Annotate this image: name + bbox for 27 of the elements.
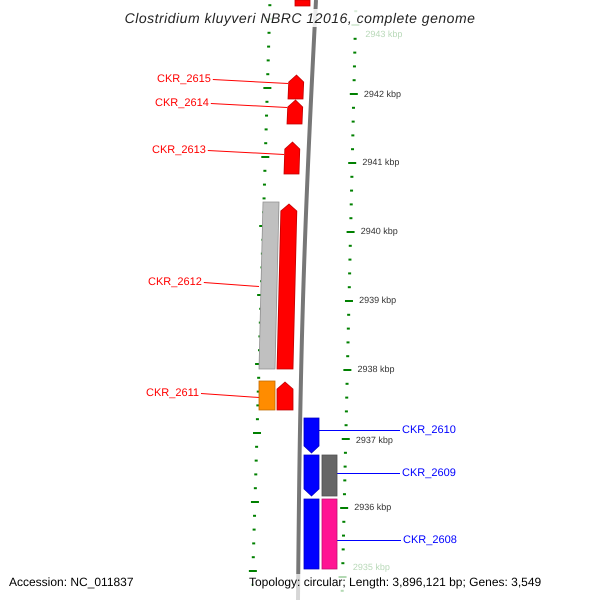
- gene-label: CKR_2612: [148, 276, 202, 289]
- leader-line: [210, 103, 288, 108]
- scale-label: 2943 kbp: [365, 29, 402, 40]
- leader-line: [318, 430, 400, 431]
- leader-line: [336, 473, 400, 474]
- gene-label: CKR_2611: [146, 387, 199, 400]
- leader-line: [200, 393, 260, 398]
- scale-label: 2937 kbp: [356, 435, 393, 446]
- gene-label: CKR_2608: [403, 534, 457, 547]
- scale-label: 2935 kbp: [352, 562, 390, 573]
- scale-label: 2936 kbp: [354, 502, 392, 513]
- leader-line: [207, 150, 284, 155]
- scale-label: 2942 kbp: [364, 89, 401, 100]
- accession-text: Accession: NC_011837: [9, 575, 134, 590]
- scale-label: 2938 kbp: [358, 364, 395, 375]
- gene-label: CKR_2610: [402, 424, 456, 437]
- gene-label: CKR_2609: [402, 467, 456, 480]
- scale-label: 2939 kbp: [359, 295, 396, 306]
- scale-label: 2940 kbp: [360, 226, 398, 237]
- leader-line: [336, 540, 402, 541]
- leader-line: [203, 282, 260, 287]
- scale-label: 2941 kbp: [362, 157, 400, 168]
- genome-stats-text: Topology: circular; Length: 3,896,121 bp; Genes: 3,549: [249, 575, 542, 590]
- gene-label: CKR_2613: [152, 144, 206, 157]
- leader-line: [212, 79, 288, 84]
- gene-label: CKR_2614: [155, 97, 209, 110]
- gene-label: CKR_2615: [157, 73, 211, 86]
